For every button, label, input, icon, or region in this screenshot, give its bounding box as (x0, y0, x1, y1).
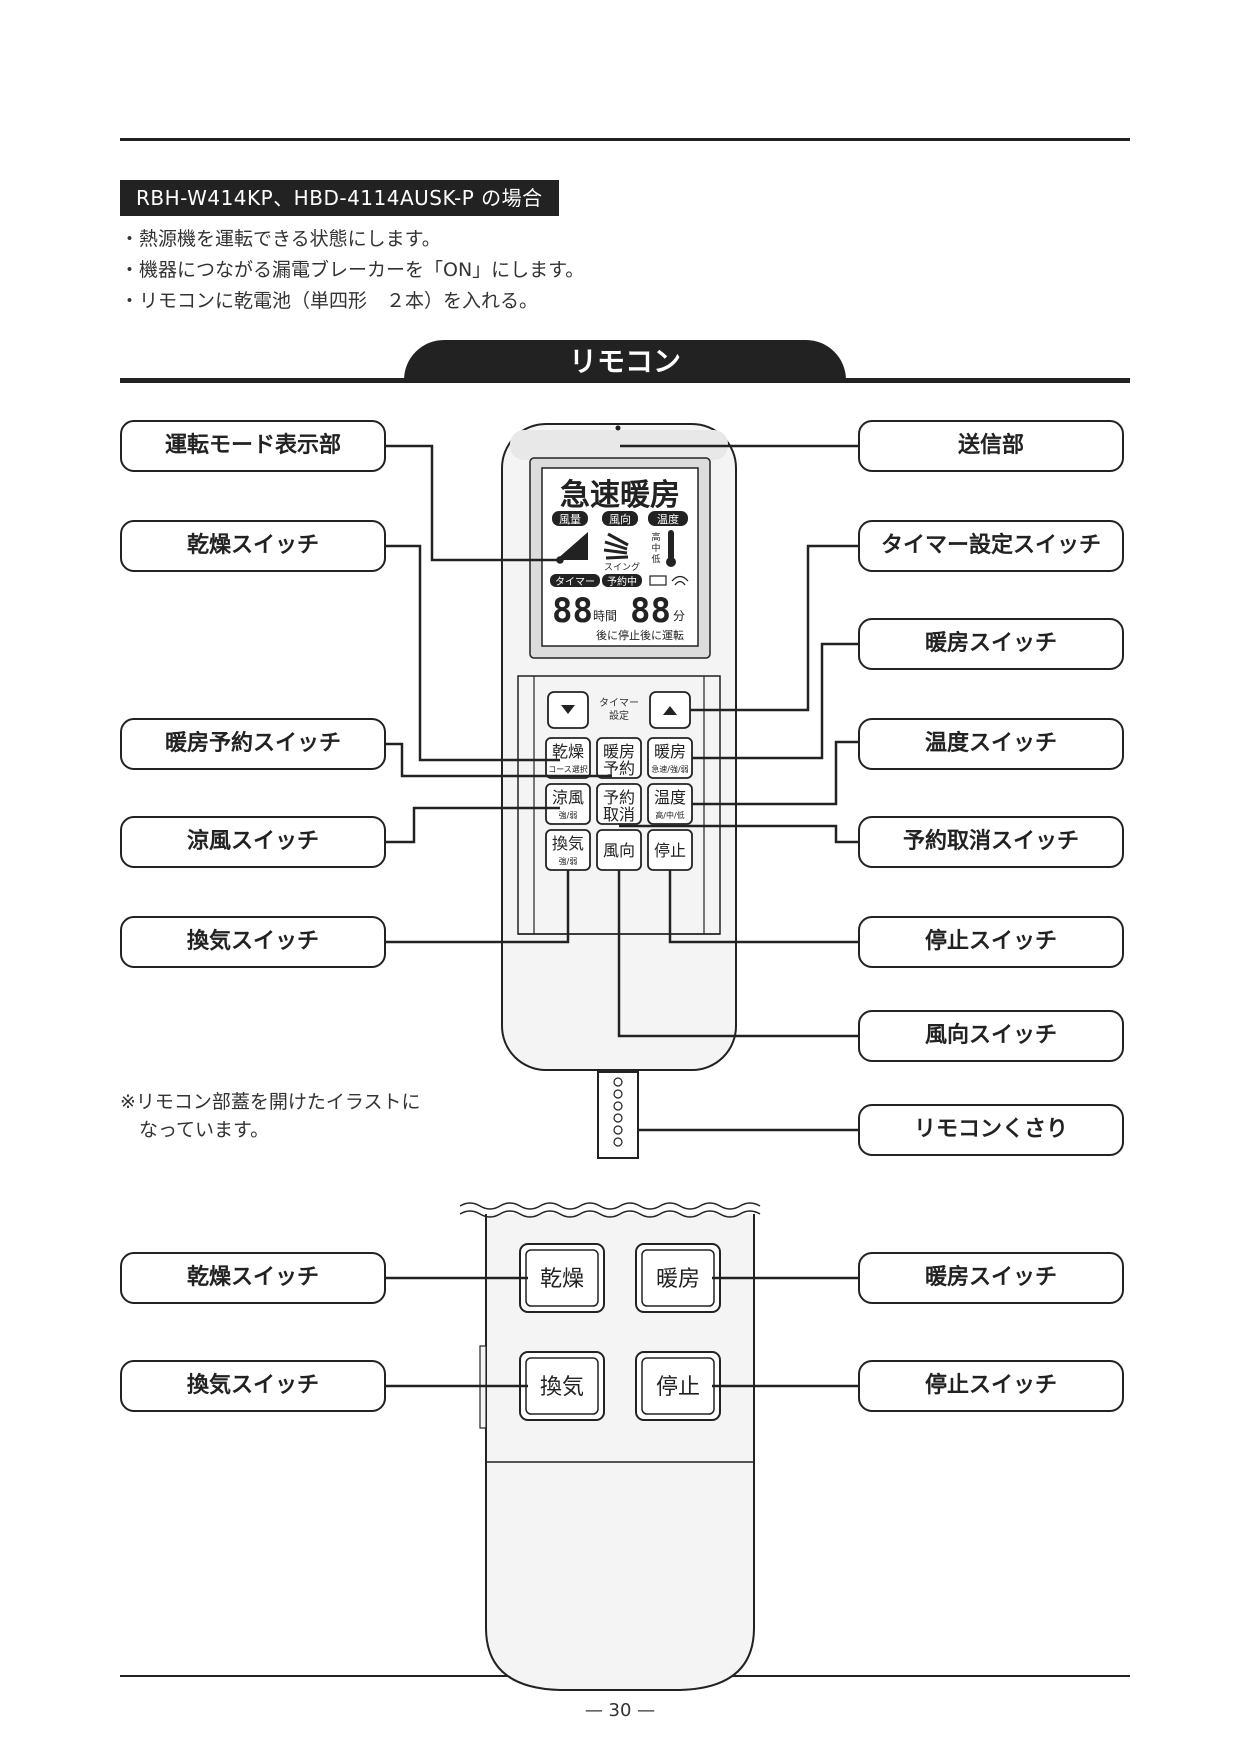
illustration-text: 後に停止後に運転 (596, 628, 684, 642)
heat-reserve-button (596, 737, 642, 779)
label-lower-stop-switch: 停止スイッチ (858, 1360, 1124, 1412)
triangle-up-icon (663, 706, 677, 715)
illustration-text: 分 (673, 609, 685, 623)
label-air-direction-switch: 風向スイッチ (858, 1010, 1124, 1062)
lcd-tag-direction (602, 511, 638, 526)
lcd-tag-timer (550, 574, 600, 587)
lower-callout-lines (384, 1276, 858, 1388)
illustration-text: 乾燥 (552, 742, 584, 761)
lcd-tag-temp (648, 511, 688, 526)
illustration-text: 停止 (656, 1375, 700, 1400)
label-dry-switch: 乾燥スイッチ (120, 520, 386, 572)
top-rule (120, 138, 1130, 141)
illustration-text: 時間 (593, 609, 617, 623)
label-lower-heating-switch: 暖房スイッチ (858, 1252, 1124, 1304)
illustration-text: タイマー (599, 697, 639, 709)
label-timer-set-switch: タイマー設定スイッチ (858, 520, 1124, 572)
step-item: 熱源機を運転できる状態にします。 (120, 224, 584, 255)
label-heating-switch: 暖房スイッチ (858, 618, 1124, 670)
illustration-text: 換気 (540, 1375, 584, 1400)
battery-icon (649, 575, 667, 586)
thermometer-icon (666, 530, 676, 567)
illustration-text: 風量 (559, 513, 581, 526)
label-cool-breeze-switch: 涼風スイッチ (120, 816, 386, 868)
illustration-text: コース選択 (548, 764, 588, 774)
lcd-mode-text: 急速暖房 (560, 478, 680, 513)
callout-lines (384, 444, 858, 1132)
remote-chain (597, 1071, 639, 1159)
illustration-text: スイング (604, 561, 640, 573)
illustration-text: 設定 (609, 709, 629, 722)
cool-breeze-button (545, 783, 591, 825)
label-temperature-switch: 温度スイッチ (858, 718, 1124, 770)
illustration-text: 予約 (603, 759, 635, 778)
illustration-text: 低 (651, 553, 660, 565)
cancel-reserve-button (596, 783, 642, 825)
note-line: ※リモコン部蓋を開けたイラストに (120, 1091, 421, 1113)
illustration-text: 暖房 (656, 1267, 700, 1292)
section-rule (120, 378, 1130, 383)
fan-level-icon (556, 532, 588, 560)
illustration-text: タイマー (555, 576, 595, 588)
illustration-text: 温度 (654, 788, 686, 807)
label-mode-display: 運転モード表示部 (120, 420, 386, 472)
illustration-text: 予約 (603, 788, 635, 807)
illustration-text: 高/中/低 (655, 810, 684, 820)
lcd-tag-reserving (602, 574, 642, 587)
label-transmitter: 送信部 (858, 420, 1124, 472)
illustration-text: 温度 (657, 512, 679, 526)
illustration-text: 風向 (609, 512, 631, 526)
label-lower-ventilation-switch: 換気スイッチ (120, 1360, 386, 1412)
step-item: 機器につながる漏電ブレーカーを「ON」にします。 (120, 255, 584, 286)
cover-note: ※リモコン部蓋を開けたイラストに なっています。 (120, 1088, 421, 1144)
illustration-text: 換気 (552, 834, 584, 853)
swing-icon (603, 532, 629, 560)
label-remote-chain: リモコンくさり (858, 1104, 1124, 1156)
illustration-text: 88 (552, 591, 593, 631)
triangle-down-icon (561, 705, 575, 714)
label-heat-reserve-switch: 暖房予約スイッチ (120, 718, 386, 770)
page-number: — 30 — (584, 1700, 656, 1721)
preparation-steps: 熱源機を運転できる状態にします。 機器につながる漏電ブレーカーを「ON」にします… (120, 224, 584, 317)
label-lower-dry-switch: 乾燥スイッチ (120, 1252, 386, 1304)
step-item: リモコンに乾電池（単四形 ２本）を入れる。 (120, 286, 584, 317)
illustration-text: 風向 (603, 841, 635, 860)
label-stop-switch: 停止スイッチ (858, 916, 1124, 968)
illustration-text: 強/弱 (559, 856, 578, 866)
illustration-text: 予約中 (607, 575, 637, 588)
cut-line-icon (459, 1202, 761, 1210)
illustration-text: 中 (651, 542, 660, 554)
lower-remote-body (485, 1214, 755, 1691)
lcd-tag-fan (552, 511, 588, 526)
illustration-text: 乾燥 (540, 1267, 584, 1292)
illustration-text: 暖房 (654, 742, 686, 761)
section-title: リモコン (404, 340, 846, 380)
illustration-text: 高 (651, 531, 660, 543)
note-line: なっています。 (139, 1119, 270, 1141)
illustration-text: 暖房 (603, 742, 635, 761)
illustration-text: 強/弱 (559, 810, 578, 820)
label-cancel-reserve-switch: 予約取消スイッチ (858, 816, 1124, 868)
illustration-text: 88 (630, 591, 671, 631)
model-tag: RBH-W414KP、HBD-4114AUSK-P の場合 (120, 180, 559, 216)
signal-icon (671, 575, 689, 586)
illustration-text: 涼風 (552, 788, 584, 807)
illustration-text: 停止 (654, 841, 686, 860)
chain-links-icon (613, 1077, 623, 1147)
illustration-text: 急速/強/弱 (651, 764, 688, 774)
label-ventilation-switch: 換気スイッチ (120, 916, 386, 968)
illustration-text: 取消 (603, 805, 635, 824)
dry-button (545, 737, 591, 779)
